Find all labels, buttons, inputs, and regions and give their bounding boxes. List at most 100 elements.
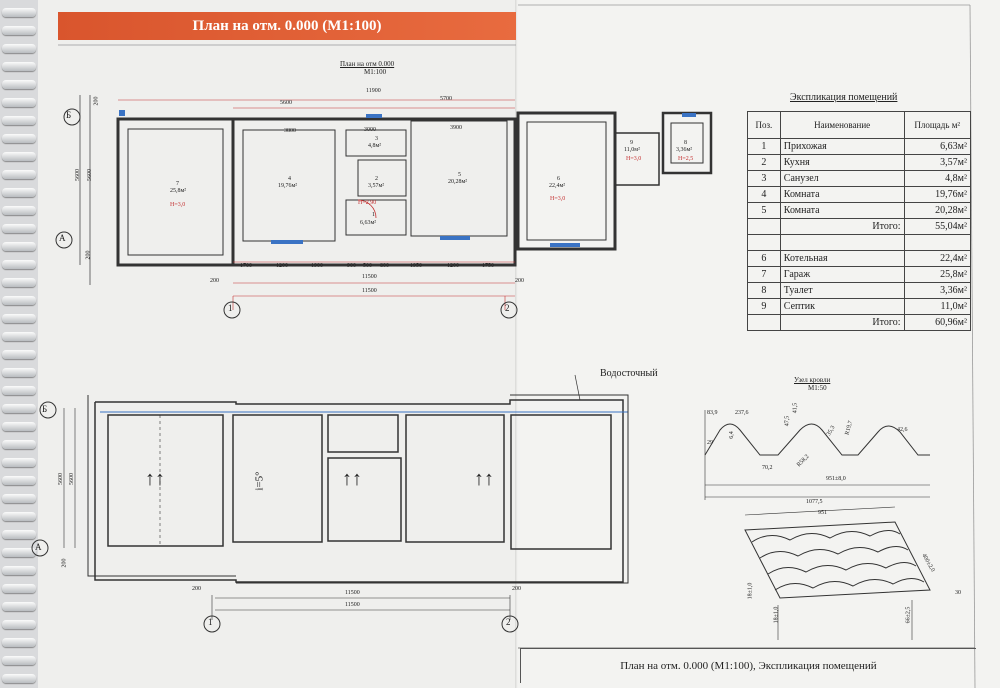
dim-top: 3900: [450, 125, 462, 131]
slope-arrows: ↑↑: [342, 468, 362, 490]
cell-pos: 8: [747, 282, 781, 299]
room-number: 4: [288, 176, 291, 182]
binding-ring: [2, 494, 36, 503]
cell-area: 20,28м²: [903, 202, 971, 219]
node-dim: 237,6: [735, 410, 749, 416]
cell-area: 4,8м²: [903, 170, 971, 187]
roof-node-profile: [704, 410, 930, 500]
cell-area: 55,04м²: [903, 218, 971, 235]
binding-ring: [2, 530, 36, 539]
node-dim: 6,4: [728, 431, 735, 439]
dim-top: 5600: [280, 100, 292, 106]
node-dim: 18±1,0: [773, 606, 780, 624]
node-dim: 18±1,0: [747, 582, 754, 600]
header-pos: Поз.: [747, 111, 781, 139]
cell-area: 3,36м²: [903, 282, 971, 299]
binding-ring: [2, 638, 36, 647]
roof-dim-total: 11500: [345, 590, 360, 596]
cell-area: 11,0м²: [903, 298, 971, 315]
cell-name: Гараж: [779, 266, 905, 283]
slope-arrows: ↑↑: [474, 468, 494, 490]
node-dim: 47,5: [784, 415, 791, 427]
room-height: Н=3,0: [550, 196, 566, 202]
dim-bottom: 900: [347, 263, 356, 269]
dim-bottom: 1700: [240, 263, 252, 269]
roof-axis-b: Б: [42, 404, 48, 414]
binding-ring: [2, 116, 36, 125]
binding-ring: [2, 386, 36, 395]
gutter-label: Водосточный: [600, 368, 658, 379]
node-dim: 951: [818, 510, 827, 516]
binding-ring: [2, 134, 36, 143]
room-area: 4,8м²: [368, 143, 382, 149]
cell-pos: [747, 314, 781, 331]
dim-top: 3800: [284, 128, 296, 134]
roof-dim-200: 200: [512, 586, 521, 592]
cell-pos: 9: [747, 298, 781, 315]
dim-left: 5600: [75, 169, 81, 181]
node-scale: М1:50: [808, 384, 827, 392]
binding-ring: [2, 188, 36, 197]
dim-left: 5600: [87, 169, 93, 181]
axis-a-label: А: [59, 233, 66, 243]
explication-title: Экспликация помещений: [790, 92, 898, 103]
room-area: 3,57м²: [368, 183, 385, 189]
binding-ring: [2, 440, 36, 449]
page-spine: [515, 0, 518, 688]
node-dim: 66±2,5: [905, 606, 912, 624]
cell-pos: [747, 218, 781, 235]
dim-bottom: 1900: [311, 263, 323, 269]
binding-ring: [2, 314, 36, 323]
binding-ring: [2, 620, 36, 629]
cell-name: Санузел: [779, 170, 905, 187]
cell-name: Котельная: [779, 250, 905, 267]
spiral-binding: [0, 0, 40, 688]
binding-ring: [2, 548, 36, 557]
room-number: 3: [375, 136, 378, 142]
cell-pos: 1: [747, 138, 781, 155]
slope-arrows: ↑↑: [145, 468, 165, 490]
cell-empty: [779, 234, 905, 251]
cell-name: Туалет: [779, 282, 905, 299]
dim-top: 5700: [440, 96, 452, 102]
binding-ring: [2, 350, 36, 359]
roof-axis-a: А: [35, 542, 42, 552]
floor-plan: [79, 95, 713, 285]
cell-area: 6,63м²: [903, 138, 971, 155]
binding-ring: [2, 512, 36, 521]
binding-ring: [2, 152, 36, 161]
binding-ring: [2, 404, 36, 413]
cell-area: 3,57м²: [903, 154, 971, 171]
dim-bottom: 1200: [276, 263, 288, 269]
dim-bottom: 800: [380, 263, 389, 269]
room-number: 7: [176, 181, 179, 187]
binding-ring: [2, 278, 36, 287]
binding-ring: [2, 368, 36, 377]
dim-total: 11500: [362, 288, 377, 294]
cell-empty: [747, 234, 781, 251]
binding-ring: [2, 170, 36, 179]
roof-dim-total: 11500: [345, 602, 360, 608]
room-height: Н=2,5: [678, 156, 694, 162]
binding-ring: [2, 44, 36, 53]
axis-1-label: 1: [228, 303, 233, 313]
binding-ring: [2, 584, 36, 593]
roof-dim-left: 200: [61, 558, 68, 568]
table-total-row: Итого:55,04м²: [747, 218, 971, 235]
room-area: 3,36м²: [676, 147, 693, 153]
cell-name: Септик: [779, 298, 905, 315]
node-dim: 30: [955, 590, 961, 596]
cell-area: 22,4м²: [903, 250, 971, 267]
cell-area: 60,96м²: [903, 314, 971, 331]
header-name: Наименование: [779, 111, 905, 139]
left-page: [38, 0, 518, 688]
dim-top: 3000: [364, 127, 376, 133]
room-number: 2: [375, 176, 378, 182]
